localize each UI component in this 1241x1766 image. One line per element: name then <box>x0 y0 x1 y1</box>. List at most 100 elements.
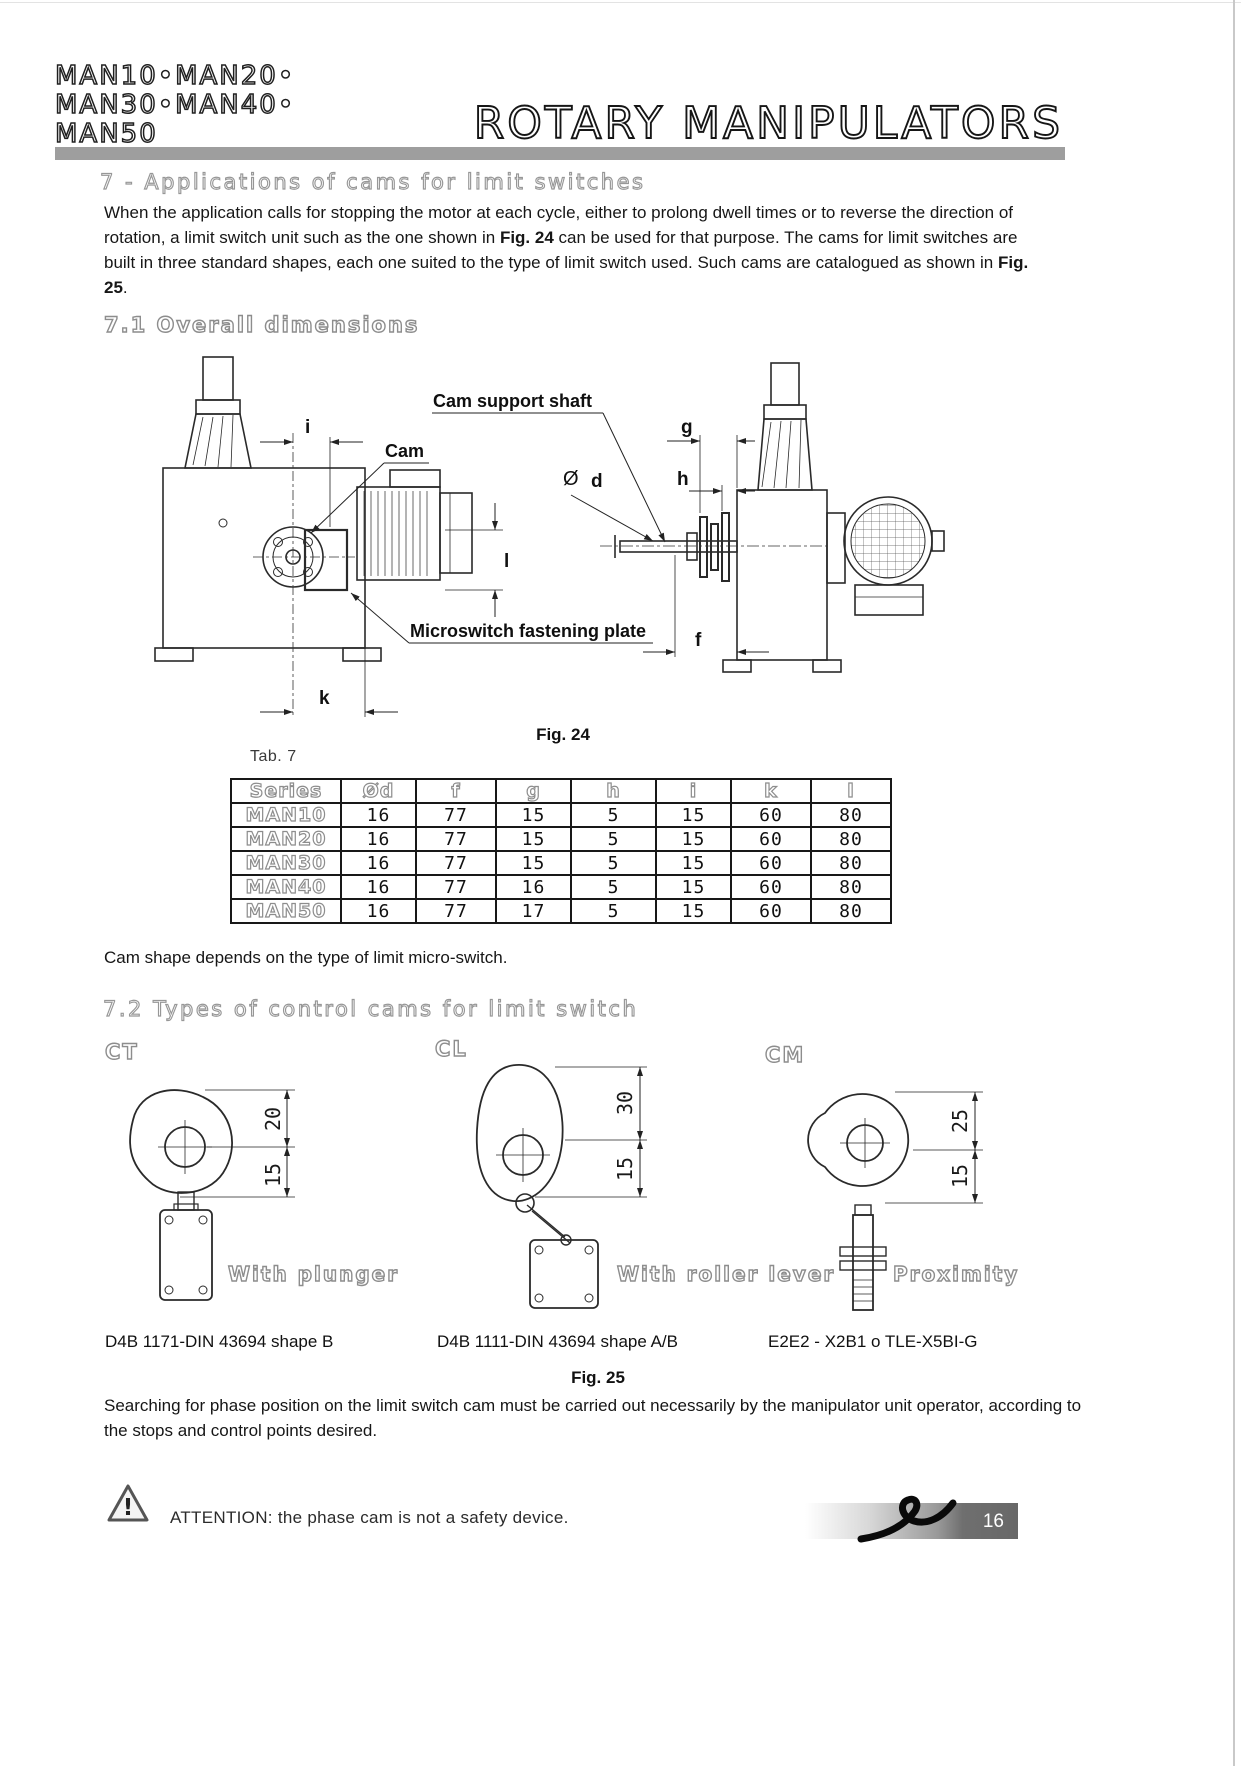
leader-d <box>570 494 654 542</box>
table-cell: 16 <box>340 826 417 852</box>
label-cam-support-shaft: Cam support shaft <box>433 391 592 411</box>
dim-l <box>445 503 503 617</box>
table-cell: 80 <box>810 826 892 852</box>
cam-code-ct: CT <box>104 1039 139 1064</box>
series-name: MAN50 <box>230 898 342 924</box>
label-cam: Cam <box>385 441 424 461</box>
brand-logo-swoosh <box>857 1495 957 1543</box>
dim-f <box>643 555 769 657</box>
table-cell: 80 <box>810 850 892 876</box>
section-7-2-heading: 7.2 Types of control cams for limit swit… <box>102 996 639 1021</box>
col-header-k: k <box>730 778 812 804</box>
fig25-reference: Fig. 25 <box>104 253 1029 297</box>
leader-cam-support-shaft <box>432 412 666 543</box>
leader-cam <box>310 462 429 534</box>
table-cell: 77 <box>415 826 497 852</box>
model-series-line: MAN50 <box>54 119 158 150</box>
diameter-symbol: Ø <box>563 468 579 490</box>
table-cell: 15 <box>655 898 732 924</box>
table-cell: 77 <box>415 802 497 828</box>
table-label: Tab. 7 <box>250 748 297 765</box>
footer-page-bar: 16 <box>805 1495 1018 1543</box>
paragraph-text: The cams for limit switches are built in… <box>104 228 1018 272</box>
phase-position-note: Searching for phase position on the limi… <box>104 1396 1082 1440</box>
paragraph-text: can be used for that purpose. <box>553 228 780 247</box>
col-header-i: i <box>655 778 732 804</box>
centerlines-front <box>253 433 355 717</box>
table-cell: 16 <box>340 802 417 828</box>
table-cell: 5 <box>570 826 657 852</box>
cam-label-with-roller-lever: With roller lever <box>616 1261 836 1286</box>
table-cell: 77 <box>415 850 497 876</box>
col-header-f: f <box>415 778 497 804</box>
warning-triangle-icon: ! <box>107 1484 149 1522</box>
cam-cl-group: 30 15 <box>475 1064 647 1309</box>
series-name: MAN10 <box>230 802 342 828</box>
table-header-row: Series Ød f g h i k l <box>230 778 892 804</box>
series-name: MAN40 <box>230 874 342 900</box>
dim-h <box>689 485 755 511</box>
ct-dim-15: 15 <box>261 1163 285 1187</box>
table-cell: 77 <box>415 874 497 900</box>
dim-label-l: l <box>504 551 509 572</box>
model-series-line: MAN10•MAN20• <box>54 61 296 92</box>
fig24-drawing: i l k Cam support shaft Cam Ø <box>154 356 945 717</box>
table-cell: 60 <box>730 826 812 852</box>
paragraph-text: When the application calls for stopping … <box>104 203 1014 247</box>
table-cell: 15 <box>655 850 732 876</box>
table-cell: 15 <box>655 826 732 852</box>
table-cell: 15 <box>655 802 732 828</box>
dim-label-k: k <box>319 688 330 709</box>
cam-cm-group: 25 15 <box>807 1091 983 1311</box>
fig25-drawing: 20 15 <box>129 1064 983 1311</box>
dim-k <box>260 648 398 717</box>
part-number-ct: D4B 1171-DIN 43694 shape B <box>105 1332 334 1351</box>
col-header-series: Series <box>230 778 342 804</box>
table-cell: 15 <box>495 802 572 828</box>
cl-dim-15: 15 <box>613 1157 637 1181</box>
attention-note: ATTENTION: the phase cam is not a safety… <box>170 1508 569 1527</box>
table-cell: 5 <box>570 874 657 900</box>
paragraph-text: . <box>122 278 128 297</box>
table-cell: 80 <box>810 802 892 828</box>
paragraph-text: Such cams are catalogued as shown in <box>697 253 998 272</box>
cm-dim-25: 25 <box>948 1109 972 1133</box>
table-cell: 16 <box>495 874 572 900</box>
table-row: MAN40 16 77 16 5 15 60 80 <box>230 874 892 900</box>
page-edge-top <box>0 2 1241 3</box>
model-series-line: MAN30•MAN40• <box>54 90 296 121</box>
table-cell: 15 <box>655 874 732 900</box>
part-number-cl: D4B 1111-DIN 43694 shape A/B <box>437 1332 678 1351</box>
col-header-h: h <box>570 778 657 804</box>
table-cell: 80 <box>810 874 892 900</box>
dim-label-h: h <box>677 469 689 490</box>
table-row: MAN10 16 77 15 5 15 60 80 <box>230 802 892 828</box>
table-cell: 80 <box>810 898 892 924</box>
table-cell: 15 <box>495 850 572 876</box>
table-cell: 5 <box>570 802 657 828</box>
gearmotor-front-view <box>154 356 473 662</box>
gearmotor-side-view <box>614 362 945 673</box>
table-cell: 16 <box>340 874 417 900</box>
table-cell: 15 <box>495 826 572 852</box>
table-cell: 17 <box>495 898 572 924</box>
part-number-cm: E2E2 - X2B1 o TLE-X5BI-G <box>768 1332 978 1351</box>
fig24-reference: Fig. 24 <box>499 228 554 247</box>
col-header-g: g <box>495 778 572 804</box>
page-title: ROTARY MANIPULATORS <box>473 97 1063 150</box>
table-row: MAN50 16 77 17 5 15 60 80 <box>230 898 892 924</box>
section-7-heading: 7 - Applications of cams for limit switc… <box>99 169 646 194</box>
fig24-caption: Fig. 24 <box>536 725 590 744</box>
dim-label-f: f <box>695 630 702 651</box>
cam-label-proximity: Proximity <box>892 1261 1020 1286</box>
svg-text:!: ! <box>123 1495 134 1521</box>
table-cell: 5 <box>570 898 657 924</box>
cam-ct-group: 20 15 <box>129 1089 295 1301</box>
header-rule <box>55 147 1065 160</box>
dim-label-g: g <box>681 417 693 438</box>
col-header-l: l <box>810 778 892 804</box>
dim-label-i: i <box>305 417 310 438</box>
dim-i <box>260 437 363 527</box>
cam-shape-note: Cam shape depends on the type of limit m… <box>104 948 508 967</box>
table-row: MAN30 16 77 15 5 15 60 80 <box>230 850 892 876</box>
